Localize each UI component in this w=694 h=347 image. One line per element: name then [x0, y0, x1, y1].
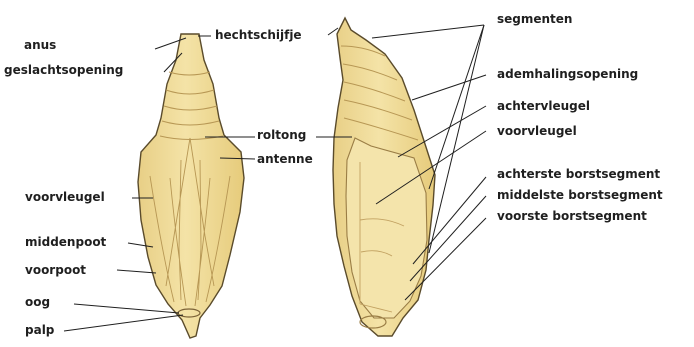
- label-achtervleugel: achtervleugel: [497, 99, 590, 113]
- label-achterste-borstsegment: achterste borstsegment: [497, 167, 660, 181]
- label-segmenten: segmenten: [497, 12, 572, 26]
- label-oog: oog: [25, 295, 50, 309]
- label-middenpoot: middenpoot: [25, 235, 106, 249]
- label-voorvleugel-right: voorvleugel: [497, 124, 577, 138]
- right-pupa: [333, 18, 435, 336]
- label-geslachtsopening: geslachtsopening: [4, 63, 123, 77]
- line-ademhalingsopening: [412, 75, 486, 100]
- line-voorpoot: [117, 270, 156, 273]
- label-roltong: roltong: [257, 128, 306, 142]
- line-segmenten-b: [429, 25, 484, 189]
- label-voorpoot: voorpoot: [25, 263, 86, 277]
- line-segmenten-c: [429, 25, 484, 253]
- label-antenne: antenne: [257, 152, 313, 166]
- label-ademhalingsopening: ademhalingsopening: [497, 67, 638, 81]
- left-pupa: [138, 34, 244, 338]
- label-palp: palp: [25, 323, 54, 337]
- right-wing-outline: [346, 138, 427, 318]
- label-anus: anus: [24, 38, 56, 52]
- line-segmenten-a: [372, 25, 484, 38]
- label-voorvleugel-left: voorvleugel: [25, 190, 105, 204]
- line-palp: [64, 315, 183, 331]
- label-hechtschijfje: hechtschijfje: [215, 28, 302, 42]
- label-middelste-borstsegment: middelste borstsegment: [497, 188, 663, 202]
- line-oog: [74, 304, 179, 313]
- label-voorste-borstsegment: voorste borstsegment: [497, 209, 647, 223]
